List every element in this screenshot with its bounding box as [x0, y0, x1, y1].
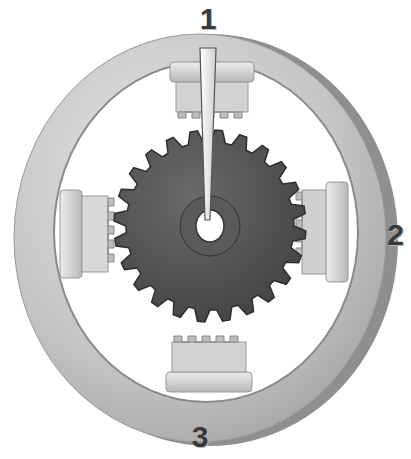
callout-number: 3: [192, 422, 209, 452]
callout-number: 2: [387, 220, 404, 250]
stator-ring: [14, 34, 386, 442]
callout-number: 1: [200, 4, 217, 34]
pole-left: [60, 190, 114, 278]
pointer-needle: [200, 48, 216, 220]
pole-bottom: [166, 336, 252, 392]
